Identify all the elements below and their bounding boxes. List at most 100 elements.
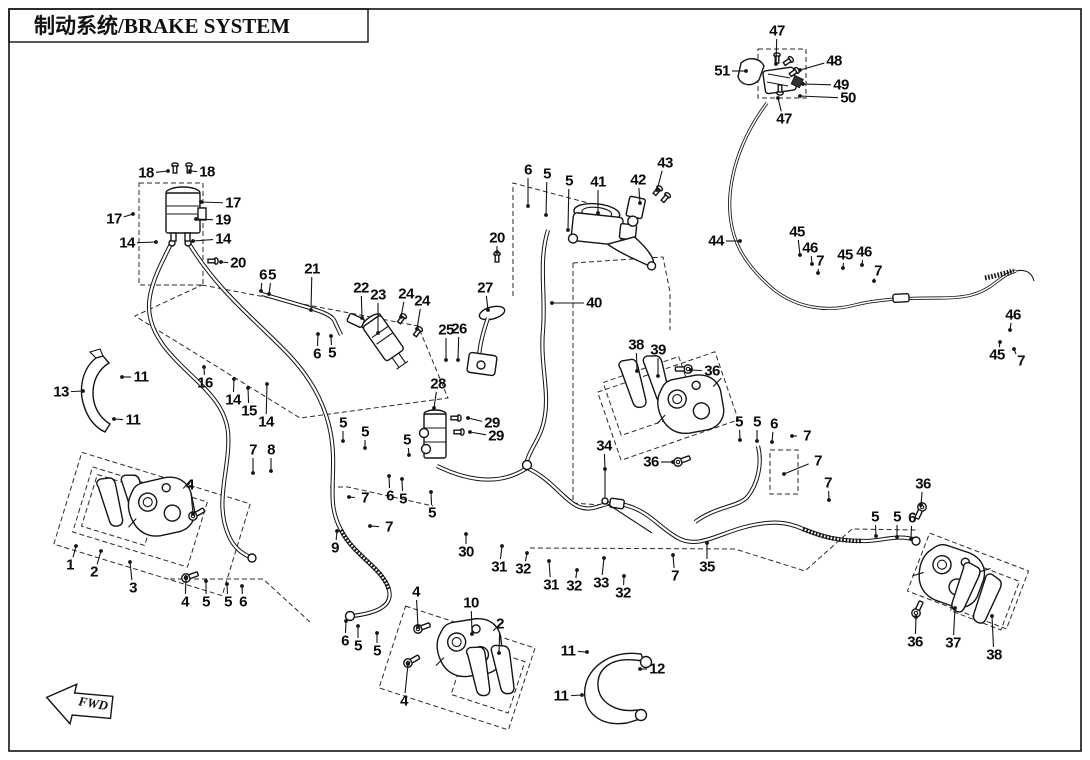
callout-11: 11 [554,688,569,705]
callout-7: 7 [874,263,882,280]
callout-37: 37 [945,635,961,652]
hoses [147,102,1035,622]
callout-16: 16 [197,375,213,392]
callout-32: 32 [615,585,631,602]
callout-5: 5 [893,509,901,526]
callout-2: 2 [90,564,98,581]
cable-end-hook [1015,269,1035,282]
lever-clamp-42 [625,195,646,227]
proportioning-valve [418,409,447,459]
callout-4: 4 [412,584,421,601]
hose-fitting-22 [346,312,365,328]
callout-46: 46 [802,240,818,257]
fluid-reservoir [165,186,207,242]
fwd-label: FWD [76,693,109,713]
callout-4: 4 [400,693,409,710]
callout-47: 47 [769,23,785,40]
callout-6: 6 [524,162,532,179]
caliper-guard-13 [80,355,111,433]
callout-18: 18 [138,165,154,182]
callout-47: 47 [776,111,792,128]
callout-36: 36 [907,634,923,651]
callout-5: 5 [328,345,336,362]
callout-4: 4 [181,594,190,611]
callout-44: 44 [708,233,725,250]
hose-40 [524,229,551,462]
callout-24: 24 [414,293,431,310]
callout-7: 7 [803,428,811,445]
callout-45: 45 [989,347,1005,364]
callout-36: 36 [704,363,720,380]
callout-22: 22 [353,280,369,297]
callout-36: 36 [643,454,659,471]
callout-43: 43 [657,155,673,172]
callout-21: 21 [304,261,320,278]
title-box [8,8,369,43]
callout-11: 11 [134,369,149,386]
callout-34: 34 [596,438,613,455]
callout-46: 46 [856,244,872,261]
callout-33: 33 [593,575,609,592]
callout-15: 15 [241,403,257,420]
callout-5: 5 [399,491,407,508]
callout-5: 5 [202,594,210,611]
callout-6: 6 [908,510,916,527]
callout-14: 14 [119,235,136,252]
callout-11: 11 [561,643,576,660]
callout-7: 7 [361,490,369,507]
parking-lever-assembly [737,58,804,95]
callout-51: 51 [714,63,730,80]
fwd-arrow: FWD [45,683,114,726]
callout-7: 7 [671,568,679,585]
components [80,52,1006,725]
callout-6: 6 [341,633,349,650]
callout-45: 45 [789,224,805,241]
callout-6: 6 [770,416,778,433]
callout-5: 5 [403,432,411,449]
callout-1: 1 [66,557,74,574]
callout-10: 10 [463,595,479,612]
callout-12: 12 [649,661,665,678]
callout-8: 8 [267,442,275,459]
callout-30: 30 [458,544,474,561]
callout-11: 11 [126,412,141,429]
callout-3: 3 [129,580,137,597]
callout-36: 36 [915,476,931,493]
callout-32: 32 [515,561,531,578]
callout-4: 4 [186,477,195,494]
callout-7: 7 [1017,353,1025,370]
callout-14: 14 [258,414,275,431]
callout-42: 42 [630,172,646,189]
hose-rear-caliper [693,445,762,524]
callout-5: 5 [373,643,381,660]
rod-34 [602,469,653,534]
brake-pedal [466,305,506,377]
callout-32: 32 [566,578,582,595]
page-border [8,8,1082,752]
rear-master-cylinder [361,313,409,370]
callout-39: 39 [650,342,666,359]
callout-24: 24 [398,286,415,303]
callout-5: 5 [339,415,347,432]
callout-5: 5 [354,638,362,655]
callout-41: 41 [590,174,606,191]
callout-45: 45 [837,247,853,264]
callout-38: 38 [628,337,644,354]
callout-31: 31 [543,577,559,594]
callout-13: 13 [53,384,69,401]
callout-40: 40 [586,295,602,312]
callout-5: 5 [361,424,369,441]
callout-14: 14 [215,231,232,248]
callout-29: 29 [484,415,500,432]
callout-25: 25 [438,322,454,339]
callout-5: 5 [753,414,761,431]
callout-6: 6 [386,488,394,505]
callout-6: 6 [259,267,267,284]
callout-48: 48 [826,53,842,70]
callout-7: 7 [824,475,832,492]
callout-50: 50 [840,90,856,107]
front-master-cylinder [567,202,657,271]
callout-6: 6 [239,594,247,611]
callout-5: 5 [543,166,551,183]
callout-2: 2 [496,616,504,633]
